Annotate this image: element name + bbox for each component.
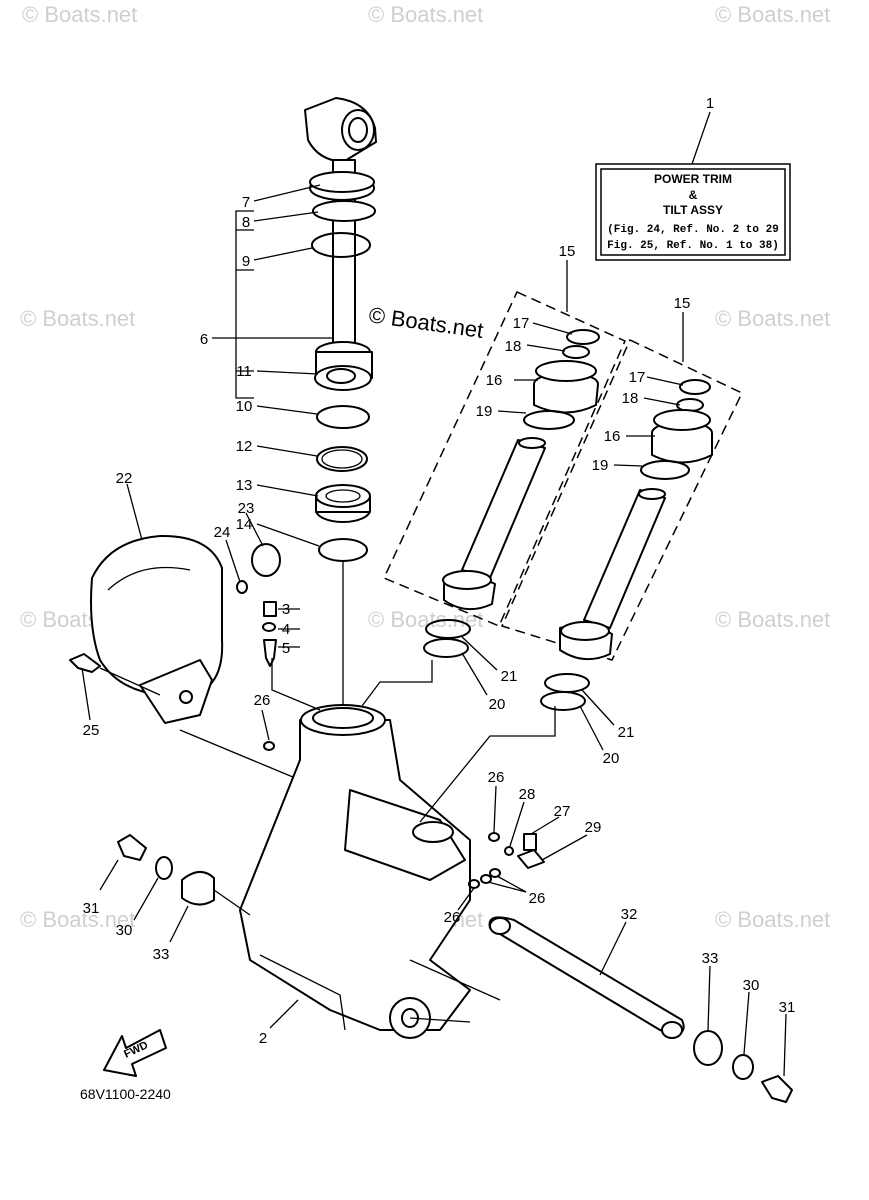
callout-1: 1 xyxy=(706,95,714,112)
callout-8: 8 xyxy=(242,214,250,231)
callout-20: 20 xyxy=(489,696,506,713)
callout-33: 33 xyxy=(702,950,719,967)
watermark: © Boats.net xyxy=(20,907,135,932)
callout-3: 3 xyxy=(282,601,290,618)
callout-16: 16 xyxy=(604,428,621,445)
callout-6: 6 xyxy=(200,331,208,348)
watermark: © Boats.net xyxy=(368,2,483,27)
callout-18: 18 xyxy=(622,390,639,407)
watermark: © Boats.net xyxy=(715,607,830,632)
power-trim-tilt-assy-box: POWER TRIM & TILT ASSY (Fig. 24, Ref. No… xyxy=(595,111,791,261)
callout-28: 28 xyxy=(519,786,536,803)
callout-9: 9 xyxy=(242,253,250,270)
watermark: © Boats.net xyxy=(715,306,830,331)
box-amp: & xyxy=(689,188,698,202)
callout-22: 22 xyxy=(116,470,133,487)
callout-15: 15 xyxy=(674,295,691,312)
fwd-arrow-icon: FWD xyxy=(103,1029,167,1077)
trim-cylinder-assemblies xyxy=(382,291,744,711)
callout-15: 15 xyxy=(559,243,576,260)
callout-7: 7 xyxy=(242,194,250,211)
callout-33: 33 xyxy=(153,946,170,963)
callout-19: 19 xyxy=(476,403,493,420)
reservoir-cover xyxy=(69,534,301,781)
callout-27: 27 xyxy=(554,803,571,820)
callout-21: 21 xyxy=(618,724,635,741)
callout-bracket xyxy=(235,210,254,399)
callout-21: 21 xyxy=(501,668,518,685)
cylinder-housing xyxy=(239,704,501,1039)
callout-17: 17 xyxy=(513,315,530,332)
drawing-code: 68V1100-2240 xyxy=(80,1086,171,1102)
callout-30: 30 xyxy=(743,977,760,994)
box-title: POWER TRIM xyxy=(654,172,732,186)
callout-31: 31 xyxy=(779,999,796,1016)
callout-labels: 1 2 3 4 5 6 7 8 9 10 11 12 13 14 15 15 1… xyxy=(83,95,796,1047)
callout-26: 26 xyxy=(529,890,546,907)
watermark: © Boats.net xyxy=(715,907,830,932)
tilt-rod-assembly xyxy=(304,97,377,712)
callout-11: 11 xyxy=(236,363,252,380)
callout-30: 30 xyxy=(116,922,133,939)
callout-26: 26 xyxy=(444,909,461,926)
callout-19: 19 xyxy=(592,457,609,474)
watermarks: © Boats.net © Boats.net © Boats.net © Bo… xyxy=(20,2,830,932)
callout-29: 29 xyxy=(585,819,602,836)
callout-16: 16 xyxy=(486,372,503,389)
callout-13: 13 xyxy=(236,477,253,494)
tilt-shaft-hardware xyxy=(117,741,793,1103)
callout-12: 12 xyxy=(236,438,253,455)
callout-23: 23 xyxy=(238,500,255,517)
callout-26: 26 xyxy=(254,692,271,709)
copyright-notice: © Boats.net xyxy=(367,302,485,343)
callout-26: 26 xyxy=(488,769,505,786)
callout-10: 10 xyxy=(236,398,253,415)
callout-5: 5 xyxy=(282,640,290,657)
box-subtitle: TILT ASSY xyxy=(663,203,723,217)
callout-2: 2 xyxy=(259,1030,267,1047)
box-ref-1: (Fig. 24, Ref. No. 2 to 29 xyxy=(607,224,779,236)
callout-18: 18 xyxy=(505,338,522,355)
callout-31: 31 xyxy=(83,900,100,917)
callout-14: 14 xyxy=(236,516,253,533)
callout-32: 32 xyxy=(621,906,638,923)
callout-4: 4 xyxy=(282,621,290,638)
box-ref-2: Fig. 25, Ref. No. 1 to 38) xyxy=(607,240,779,252)
watermark: © Boats.net xyxy=(715,2,830,27)
watermark: © Boats.net xyxy=(22,2,137,27)
watermark: © Boats.net xyxy=(20,306,135,331)
callout-17: 17 xyxy=(629,369,646,386)
callout-25: 25 xyxy=(83,722,100,739)
callout-20: 20 xyxy=(603,750,620,767)
callout-24: 24 xyxy=(214,524,231,541)
leader-lines xyxy=(81,184,787,1077)
